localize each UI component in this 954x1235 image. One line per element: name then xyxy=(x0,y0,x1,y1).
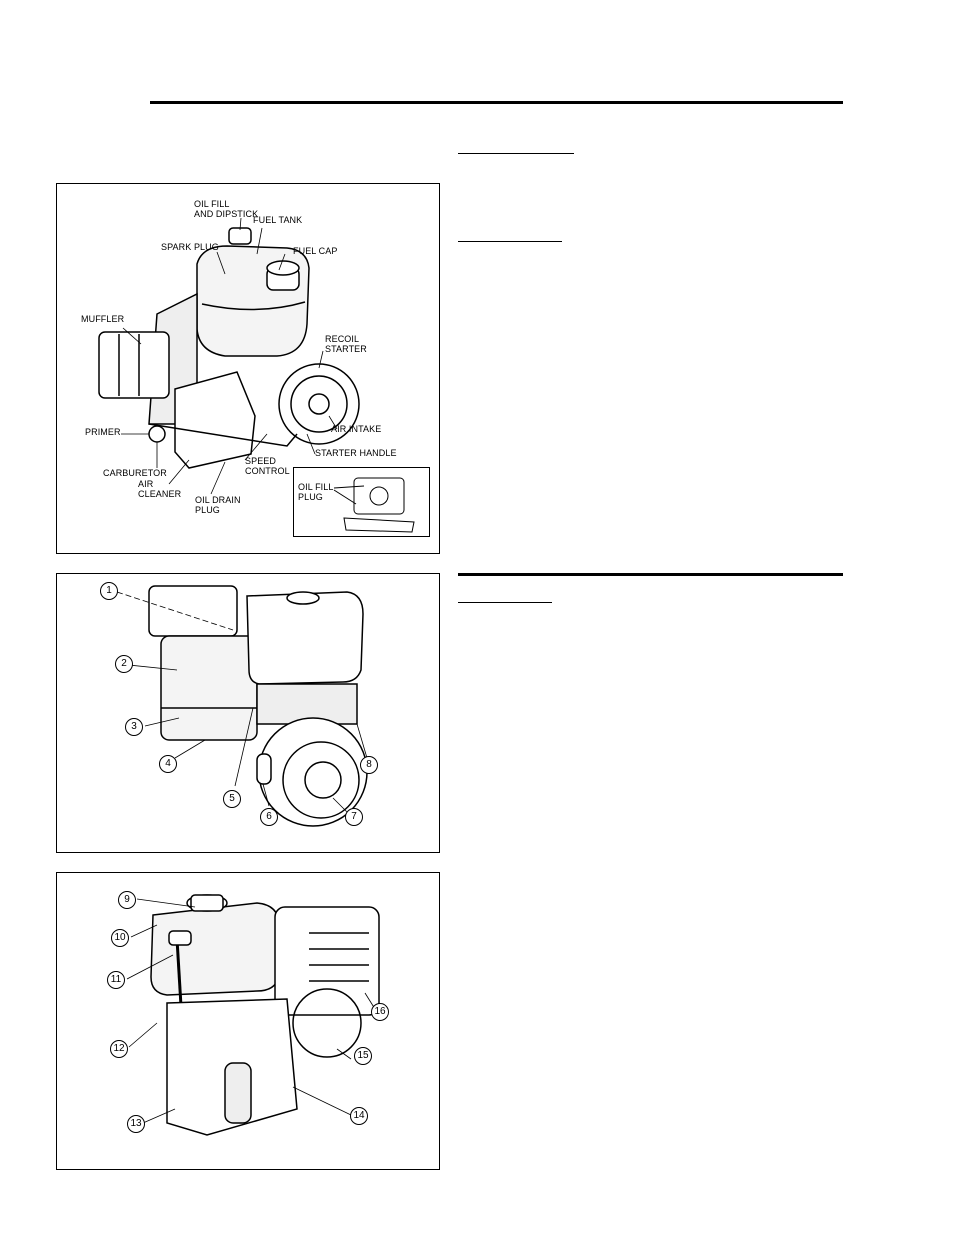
engine-illustration-3 xyxy=(126,894,380,1136)
label-starter-handle: STARTER HANDLE xyxy=(315,448,397,458)
label-air-cleaner: AIR CLEANER xyxy=(138,479,181,499)
engine-illustration-1 xyxy=(98,217,360,495)
callout-15: 15 xyxy=(354,1047,372,1065)
callout-5: 5 xyxy=(223,790,241,808)
figure-engine-callouts-rear: 9 10 11 12 13 14 15 16 xyxy=(56,872,440,1170)
header-rule xyxy=(150,101,843,104)
callout-1: 1 xyxy=(100,582,118,600)
label-carburetor: CARBURETOR xyxy=(103,468,167,478)
label-oil-drain-plug: OIL DRAIN PLUG xyxy=(195,495,241,515)
callout-11: 11 xyxy=(107,971,125,989)
label-spark-plug: SPARK PLUG xyxy=(161,242,219,252)
label-recoil-starter: RECOIL STARTER xyxy=(325,334,367,354)
label-line: SPEED xyxy=(245,456,277,466)
section-heading-underline-1 xyxy=(458,153,574,154)
label-primer: PRIMER xyxy=(85,427,121,437)
callout-13: 13 xyxy=(127,1115,145,1133)
label-line: RECOIL xyxy=(325,334,360,344)
callout-3: 3 xyxy=(125,718,143,736)
engine-illustration-2 xyxy=(116,585,368,827)
label-line: AIR xyxy=(138,479,154,489)
figure-engine-labeled: OIL FILL AND DIPSTICK FUEL TANK SPARK PL… xyxy=(56,183,440,554)
section-rule xyxy=(458,573,843,576)
callout-8: 8 xyxy=(360,756,378,774)
label-fuel-cap: FUEL CAP xyxy=(293,246,338,256)
callout-14: 14 xyxy=(350,1107,368,1125)
section-heading-underline-3 xyxy=(458,602,552,603)
inset-oil-fill-plug: OIL FILL PLUG xyxy=(293,467,430,537)
figure-engine-callouts-front: 1 2 3 4 5 6 7 8 xyxy=(56,573,440,853)
callout-7: 7 xyxy=(345,808,363,826)
callout-10: 10 xyxy=(111,929,129,947)
label-line: OIL FILL xyxy=(194,199,230,209)
callout-2: 2 xyxy=(115,655,133,673)
callout-6: 6 xyxy=(260,808,278,826)
label-muffler: MUFFLER xyxy=(81,314,125,324)
label-line: CONTROL xyxy=(245,466,290,476)
label-line: STARTER xyxy=(325,344,367,354)
label-oil-fill-dipstick: OIL FILL AND DIPSTICK xyxy=(194,199,258,219)
callout-9: 9 xyxy=(118,891,136,909)
callout-4: 4 xyxy=(159,755,177,773)
label-oil-fill-plug: OIL FILL PLUG xyxy=(298,482,333,502)
label-line: OIL FILL xyxy=(298,482,334,492)
label-speed-control: SPEED CONTROL xyxy=(245,456,290,476)
callout-12: 12 xyxy=(110,1040,128,1058)
label-line: AND DIPSTICK xyxy=(194,209,259,219)
label-line: OIL DRAIN xyxy=(195,495,241,505)
label-line: PLUG xyxy=(298,492,323,502)
inset-illustration xyxy=(333,477,415,533)
callout-16: 16 xyxy=(371,1003,389,1021)
section-heading-underline-2 xyxy=(458,241,562,242)
label-fuel-tank: FUEL TANK xyxy=(253,215,303,225)
label-air-intake: AIR INTAKE xyxy=(331,424,382,434)
label-line: CLEANER xyxy=(138,489,182,499)
label-line: PLUG xyxy=(195,505,220,515)
